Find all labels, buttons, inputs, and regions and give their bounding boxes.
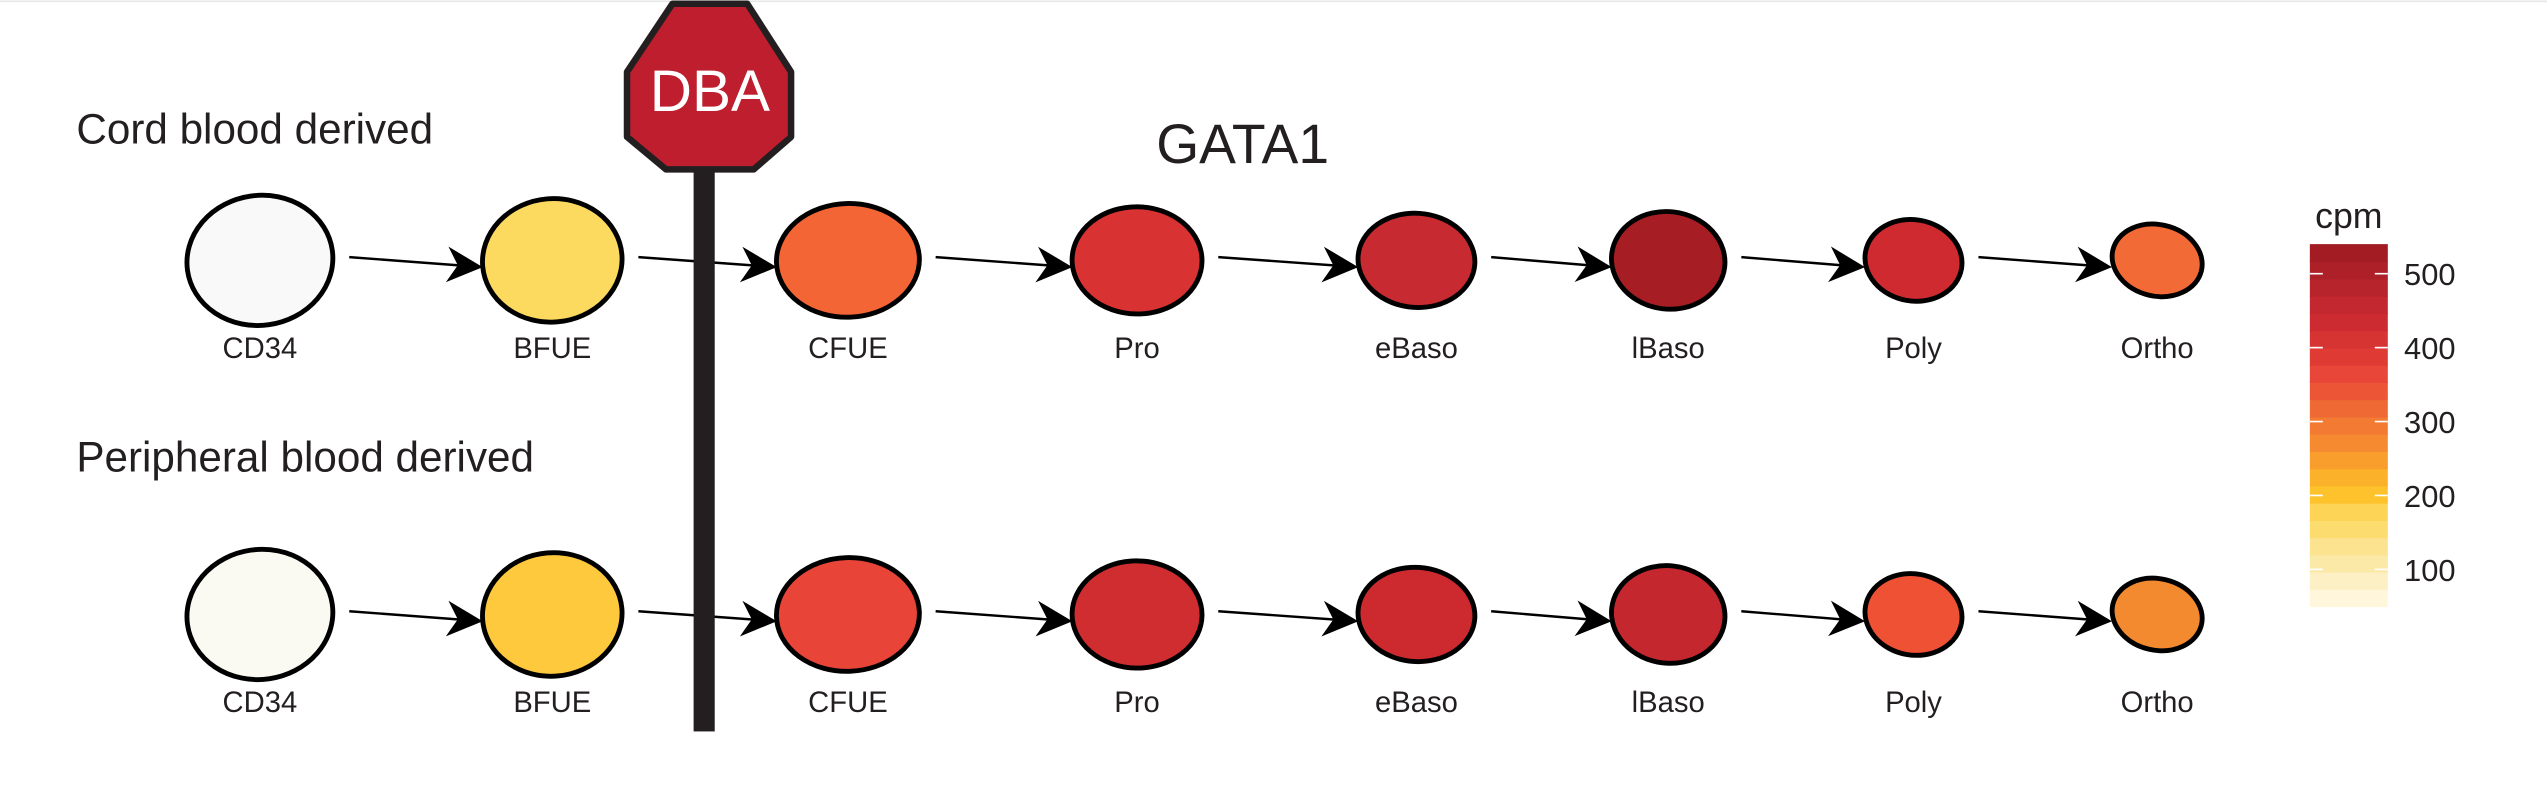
legend-swatch: [2309, 295, 2388, 314]
cell-label: Pro: [1114, 687, 1159, 719]
cell-label: CFUE: [808, 333, 888, 365]
arrow: [935, 600, 1073, 637]
stop-sign-octagon: [623, 0, 795, 173]
legend-swatch: [2309, 330, 2388, 349]
row-label-peripheral: Peripheral blood derived: [76, 434, 534, 481]
row-label-cord: Cord blood derived: [76, 105, 433, 152]
cell-label: CD34: [223, 687, 298, 719]
arrow: [1491, 246, 1612, 283]
cell-label: BFUE: [513, 687, 591, 719]
legend-swatch: [2309, 451, 2388, 470]
legend-swatch: [2309, 347, 2388, 366]
legend-tick-label: 100: [2404, 553, 2456, 588]
arrow: [349, 600, 483, 637]
legend-swatch: [2309, 399, 2388, 418]
cell-label: Poly: [1885, 333, 1942, 365]
legend-swatch: [2309, 537, 2388, 556]
cell-label: eBaso: [1375, 333, 1458, 365]
arrow: [1741, 600, 1866, 637]
arrow: [349, 246, 483, 283]
legend-swatch: [2309, 520, 2388, 539]
cell-cfue: [774, 201, 922, 320]
legend-tick-label: 200: [2404, 479, 2456, 514]
legend-tick-label: 400: [2404, 331, 2456, 366]
cell-lbaso: [1609, 209, 1728, 312]
cell-lbaso: [1609, 563, 1728, 666]
arrow: [1218, 246, 1359, 283]
arrow: [935, 246, 1073, 283]
cell-cfue: [774, 555, 922, 674]
cell-label: lBaso: [1632, 687, 1705, 719]
cell-ebaso: [1355, 210, 1478, 310]
arrow: [1218, 600, 1359, 637]
legend-swatch: [2309, 485, 2388, 504]
legend-swatch: [2309, 571, 2388, 590]
legend-swatch: [2309, 313, 2388, 332]
legend-swatch: [2309, 433, 2388, 452]
cell-label: lBaso: [1632, 333, 1705, 365]
color-legend: cpm 500 400 300 200 100: [2309, 196, 2456, 608]
cell-label: eBaso: [1375, 687, 1458, 719]
cell-label: CD34: [223, 333, 298, 365]
cell-bfue: [480, 550, 625, 679]
legend-swatch: [2309, 261, 2388, 280]
cell-label: Ortho: [2121, 687, 2194, 719]
cell-ebaso: [1355, 564, 1478, 665]
cell-poly: [1862, 217, 1965, 304]
legend-tick-label: 300: [2404, 405, 2456, 440]
stop-sign-post: [693, 162, 715, 732]
cell-bfue: [480, 196, 625, 325]
arrow: [1741, 246, 1866, 283]
arrow: [1491, 600, 1612, 637]
cell-label: Pro: [1114, 333, 1159, 365]
cell-label: Poly: [1885, 687, 1942, 719]
legend-swatch: [2309, 468, 2388, 487]
legend-swatch: [2309, 554, 2388, 573]
cell-poly: [1862, 571, 1965, 658]
cell-cd34: [184, 546, 336, 683]
legend-swatch: [2309, 382, 2388, 401]
cell-label: Ortho: [2121, 333, 2194, 365]
stop-sign-label: DBA: [650, 59, 770, 124]
legend-swatch: [2309, 589, 2388, 608]
cell-label: CFUE: [808, 687, 888, 719]
diagram-title: GATA1: [1156, 113, 1329, 175]
legend-swatch: [2309, 416, 2388, 435]
arrow: [1978, 246, 2112, 283]
legend-swatch: [2309, 364, 2388, 383]
cell-cd34: [184, 192, 336, 328]
cell-ortho: [2109, 221, 2205, 300]
cell-pro: [1069, 204, 1205, 317]
cell-ortho: [2109, 575, 2205, 654]
dba-stop-sign: DBA: [623, 0, 795, 732]
cell-label: BFUE: [513, 333, 591, 365]
cell-pro: [1069, 558, 1205, 671]
legend-swatch: [2309, 278, 2388, 297]
legend-swatch: [2309, 502, 2388, 521]
arrow: [1978, 600, 2112, 637]
legend-swatch: [2309, 244, 2388, 263]
legend-title: cpm: [2315, 196, 2382, 236]
legend-tick-label: 500: [2404, 257, 2456, 292]
